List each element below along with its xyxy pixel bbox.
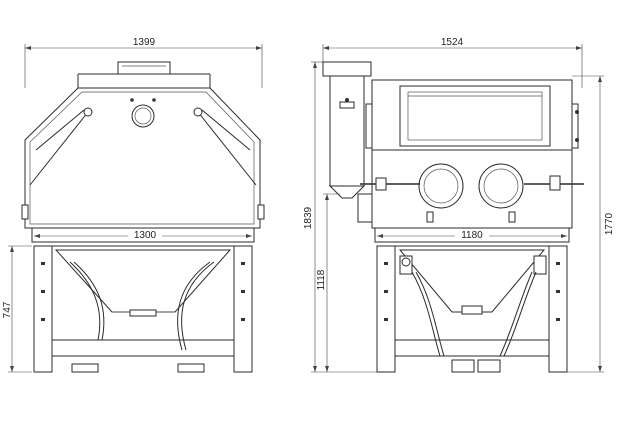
- front-stand-height-label: 747: [2, 301, 13, 318]
- side-hose-a: [411, 271, 441, 357]
- arrow: [598, 366, 602, 372]
- gas-strut-right: [197, 111, 257, 186]
- arrow: [325, 366, 329, 372]
- arrow: [325, 194, 329, 200]
- arrow: [256, 46, 262, 50]
- arrow: [10, 246, 14, 252]
- side-bracket: [357, 193, 373, 223]
- arrow: [576, 46, 582, 50]
- side-overall-width-label: 1524: [441, 37, 464, 48]
- hose-left-b: [73, 261, 105, 341]
- glove-port-right: [478, 163, 524, 209]
- side-frame-width-label: 1180: [461, 230, 483, 241]
- side-hinge-left: [365, 103, 373, 149]
- handle-grip-left: [375, 177, 387, 191]
- arrow: [34, 234, 40, 238]
- arrow: [313, 366, 317, 372]
- side-body-height-label: 1770: [604, 212, 615, 235]
- bolt-icon: [130, 98, 134, 102]
- arrow: [323, 46, 329, 50]
- front-overall-width-label: 1399: [133, 37, 156, 48]
- label-bg: [128, 229, 162, 239]
- arrow: [313, 62, 317, 68]
- side-leg-holes: [384, 262, 560, 321]
- arrow: [598, 76, 602, 82]
- air-filter: [533, 255, 547, 275]
- duct-fitting-icon: [345, 98, 349, 102]
- viewing-window-frame: [399, 85, 551, 147]
- gas-strut-left-upper: [35, 109, 85, 151]
- latch-right: [257, 204, 265, 220]
- side-hopper-valve: [461, 305, 483, 315]
- side-hose-c: [499, 271, 533, 357]
- side-hinge-right: [571, 103, 579, 149]
- hopper-valve: [129, 309, 157, 317]
- duct-clamp: [339, 101, 355, 109]
- arrow: [561, 234, 567, 238]
- hose-left-a: [69, 261, 101, 341]
- hose-right-a: [177, 261, 211, 351]
- pressure-gauge-icon: [401, 257, 411, 267]
- glove-port-right-ring: [483, 168, 519, 204]
- hose-right-b: [181, 261, 215, 351]
- latch-pin-right: [508, 211, 516, 223]
- hinge-bolt-icon: [575, 138, 579, 142]
- glove-port-left-ring: [423, 168, 459, 204]
- front-frame-width-label: 1300: [134, 230, 157, 241]
- side-foot-pedal-right: [477, 359, 501, 373]
- handle-grip-right: [549, 175, 561, 191]
- latch-pin-left: [426, 211, 434, 223]
- foot-pedal-left: [71, 363, 99, 373]
- leg-holes-left: [41, 262, 45, 321]
- side-hopper: [398, 249, 546, 313]
- strut-pivot-right: [193, 107, 203, 117]
- hinge-bolt-icon: [575, 110, 579, 114]
- light-port-inner: [134, 107, 152, 125]
- stand-bottom-rail: [51, 339, 235, 357]
- side-total-height-label: 1839: [303, 206, 314, 229]
- side-stand-bottom-rail: [394, 339, 550, 357]
- side-hose-b: [415, 271, 445, 357]
- hopper: [54, 249, 232, 313]
- exhaust-port: [117, 61, 171, 75]
- gas-strut-right-upper: [201, 109, 251, 151]
- foot-pedal-right: [177, 363, 205, 373]
- hood-inner-outline: [29, 91, 255, 225]
- strut-pivot-left: [83, 107, 93, 117]
- leg-holes-right: [241, 262, 245, 321]
- side-foot-pedal-left: [451, 359, 475, 373]
- arrow: [246, 234, 252, 238]
- side-view: 1524: [303, 37, 615, 373]
- front-view: 1399 1300: [2, 37, 265, 373]
- label-bg: [455, 229, 489, 239]
- arrow: [25, 46, 31, 50]
- latch-left: [21, 204, 29, 220]
- extractor-duct-top: [322, 61, 372, 77]
- side-stand-height-label: 1118: [316, 269, 327, 290]
- extractor-duct: [329, 75, 365, 187]
- bolt-icon: [152, 98, 156, 102]
- viewing-window-glass: [407, 91, 543, 141]
- gas-strut-left: [29, 111, 89, 186]
- glove-port-left: [418, 163, 464, 209]
- side-hose-d: [503, 271, 537, 357]
- arrow: [10, 366, 14, 372]
- arrow: [377, 234, 383, 238]
